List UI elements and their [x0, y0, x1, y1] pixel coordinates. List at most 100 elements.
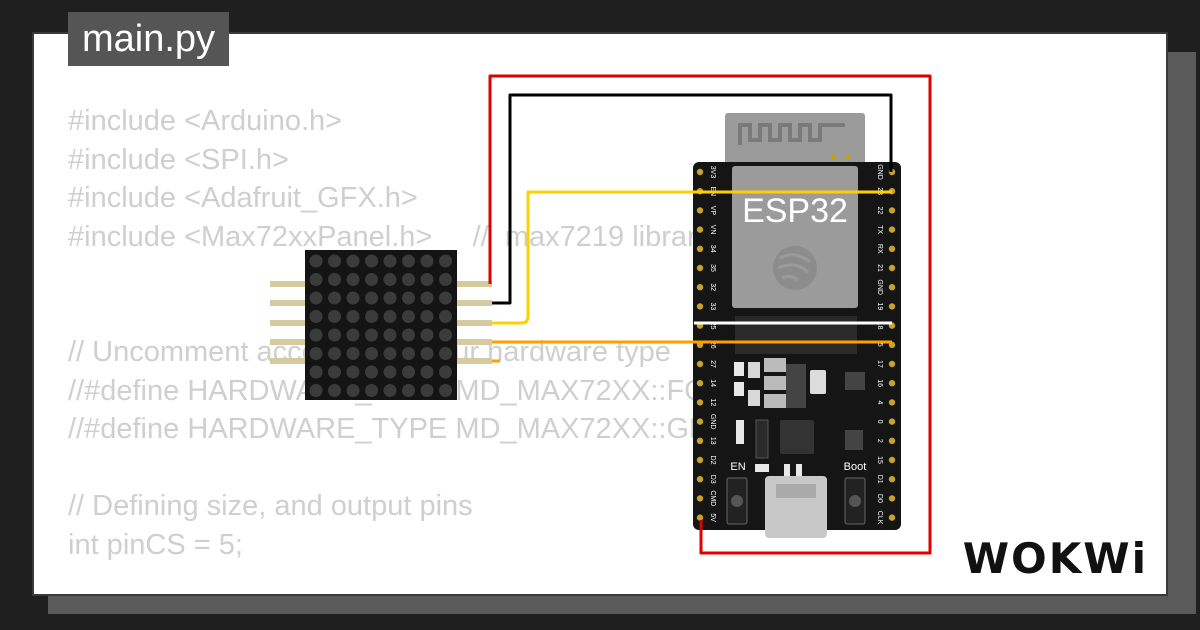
smd-component: [748, 390, 760, 406]
right-pin-hole[interactable]: [888, 360, 896, 368]
wifi-shield: [732, 166, 858, 308]
left-pin-hole[interactable]: [696, 360, 704, 368]
led-dot: [439, 273, 452, 286]
right-pin-label: 4: [876, 400, 883, 404]
led-dot: [383, 347, 397, 360]
left-pin-hole[interactable]: [696, 226, 704, 233]
led-matrix[interactable]: [305, 250, 457, 400]
led-dot: [328, 310, 341, 323]
left-pin-hole[interactable]: [696, 284, 704, 291]
pin-holes: [696, 168, 896, 521]
left-pin-hole[interactable]: [696, 264, 704, 272]
esp32-board[interactable]: ESP32 3V3ENVPVN343532332526271412GND13D2…: [693, 113, 901, 538]
led-dot: [328, 273, 341, 286]
usb-port: [776, 484, 816, 498]
code-line: #include <Adafruit_GFX.h>: [68, 182, 418, 214]
led-dot: [439, 328, 452, 342]
right-pin-hole[interactable]: [888, 303, 896, 310]
led-dot: [365, 384, 378, 397]
left-pin-hole[interactable]: [696, 418, 704, 425]
right-pin-label: 16: [876, 379, 883, 387]
right-pin-label: D0: [876, 494, 883, 503]
led-dot: [309, 273, 323, 286]
led-dot: [309, 384, 323, 397]
left-pin-hole[interactable]: [696, 495, 704, 502]
board-label: ESP32: [742, 192, 848, 230]
din-wire[interactable]: [492, 190, 892, 325]
right-pin-hole[interactable]: [888, 437, 896, 444]
left-pin-hole[interactable]: [696, 456, 704, 464]
right-pin-label: 5: [876, 343, 883, 347]
right-pin-hole[interactable]: [888, 226, 896, 233]
led-dot: [365, 254, 378, 268]
right-pin-label: 15: [876, 456, 883, 464]
led-dot: [328, 384, 341, 397]
led-dot: [402, 328, 415, 342]
led-dot: [383, 384, 397, 397]
code-line: #include <Arduino.h>: [68, 105, 343, 137]
left-pin-hole[interactable]: [696, 476, 704, 483]
led-dot: [365, 310, 378, 323]
left-pin-hole[interactable]: [696, 514, 704, 521]
led-dot: [309, 347, 323, 360]
left-pin-label: 32: [709, 283, 716, 291]
led-dot: [439, 384, 452, 397]
right-pin-label: 17: [876, 360, 883, 368]
right-pin-label: TX: [876, 225, 883, 234]
right-pin-hole[interactable]: [888, 476, 896, 483]
left-pin-label: D2: [709, 456, 716, 465]
led-dot: [439, 347, 452, 360]
led-dot: [420, 328, 434, 342]
led-dot: [383, 328, 397, 342]
right-pin-hole[interactable]: [888, 495, 896, 502]
right-pin-hole[interactable]: [888, 456, 896, 464]
right-pin-hole[interactable]: [888, 418, 896, 425]
led-dot: [346, 310, 360, 323]
led-dot: [383, 273, 397, 286]
led-matrix-body: [305, 250, 457, 400]
led-dot: [383, 310, 397, 323]
left-pin-label: 34: [709, 245, 716, 253]
led-dot: [439, 310, 452, 323]
right-pin-hole[interactable]: [888, 245, 896, 252]
right-pin-hole[interactable]: [888, 514, 896, 521]
left-pin-label: 5V: [709, 513, 716, 522]
led-dot: [328, 291, 341, 305]
led-dot: [328, 328, 341, 342]
led-dot: [346, 365, 360, 379]
left-pin-hole[interactable]: [696, 168, 704, 176]
led-dot: [346, 347, 360, 360]
led-dot: [420, 310, 434, 323]
right-pin-hole[interactable]: [888, 207, 896, 214]
gnd-wire[interactable]: [492, 93, 893, 305]
smd-component: [810, 370, 826, 394]
left-pin-label: VP: [709, 206, 716, 216]
left-pin-hole[interactable]: [696, 380, 704, 387]
led-dot: [309, 291, 323, 305]
right-pin-hole[interactable]: [888, 380, 896, 387]
left-pin-label: 25: [709, 322, 716, 330]
left-pin-hole[interactable]: [696, 437, 704, 444]
right-pin-hole[interactable]: [888, 284, 896, 291]
left-pin-hole[interactable]: [696, 207, 704, 214]
left-pin-label: D3: [709, 475, 716, 484]
file-tab[interactable]: main.py: [68, 12, 230, 66]
led-dot: [420, 254, 434, 268]
led-dot: [328, 347, 341, 360]
led-dot: [402, 254, 415, 268]
led-dot: [346, 273, 360, 286]
led-dot: [420, 384, 434, 397]
en-button-label: EN: [730, 461, 745, 473]
right-pin-hole[interactable]: [888, 399, 896, 406]
led-dot: [309, 328, 323, 342]
left-pin-hole[interactable]: [696, 399, 704, 406]
led-dot: [420, 365, 434, 379]
led-dot: [328, 365, 341, 379]
left-pin-hole[interactable]: [696, 303, 704, 310]
right-pin-label: 2: [876, 439, 883, 443]
voltage-regulator: [786, 364, 806, 408]
left-pin-hole[interactable]: [696, 245, 704, 252]
vcc-wire[interactable]: [488, 74, 932, 555]
right-pin-hole[interactable]: [888, 264, 896, 272]
led-dot: [402, 347, 415, 360]
